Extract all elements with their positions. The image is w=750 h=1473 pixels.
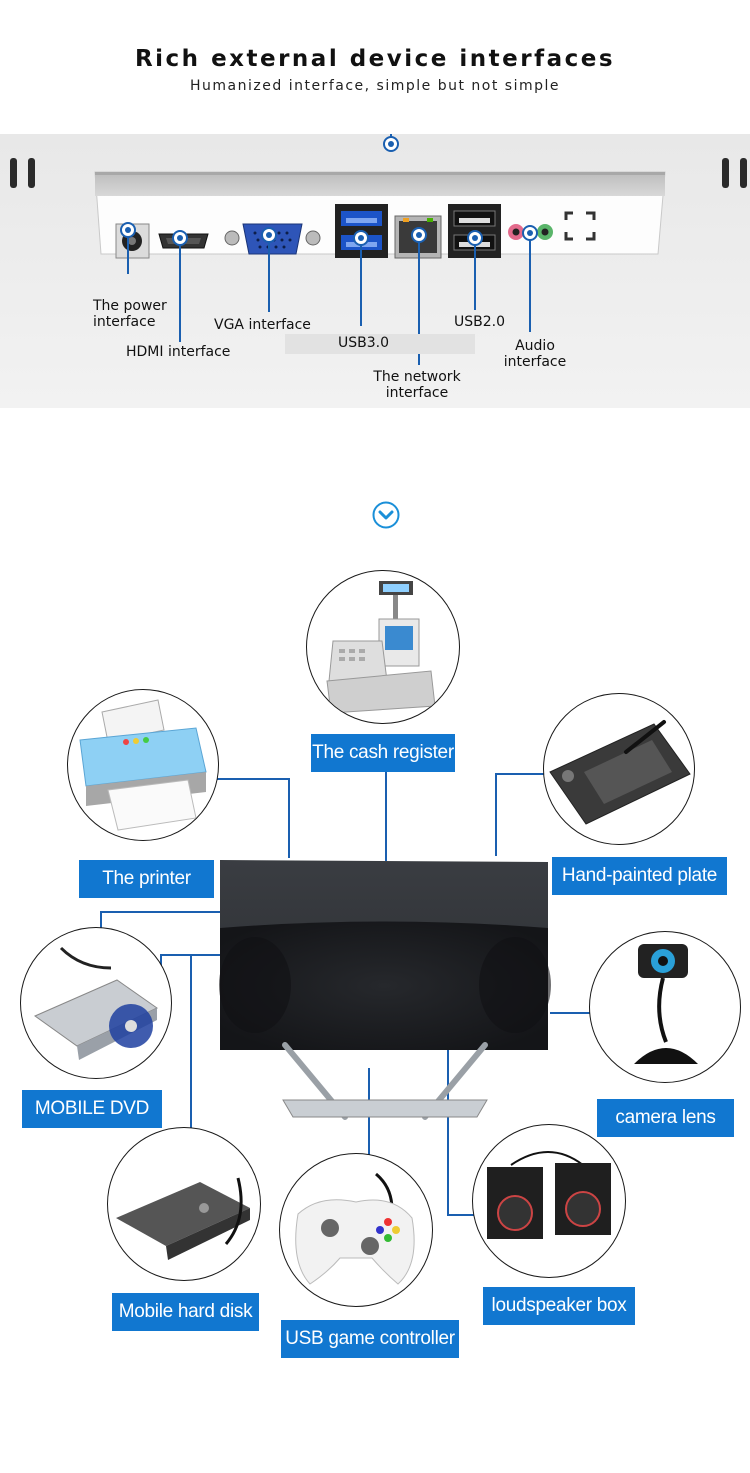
- device-label-camera: camera lens: [597, 1099, 734, 1137]
- connector-line: [550, 1012, 592, 1014]
- page-title: Rich external device interfaces: [134, 46, 616, 72]
- connector-line: [190, 954, 192, 1142]
- location-pin-icon: [383, 136, 399, 152]
- connector-line: [495, 773, 497, 856]
- hard-disk-image: [107, 1127, 261, 1281]
- chevron-down-icon[interactable]: [372, 501, 400, 529]
- speaker-image: [472, 1124, 626, 1278]
- port-label-network: The network interface: [373, 369, 461, 401]
- connector-line: [205, 778, 289, 780]
- device-label-dvd: MOBILE DVD: [22, 1090, 162, 1128]
- connector-line: [100, 911, 102, 931]
- all-in-one-monitor: [215, 855, 555, 1135]
- connector-line: [288, 778, 290, 858]
- port-label-hdmi: HDMI interface: [126, 344, 231, 360]
- connector-line: [100, 911, 220, 913]
- page-subtitle: Humanized interface, simple but not simp…: [190, 78, 560, 94]
- cash-register-image: [306, 570, 460, 724]
- connector-line: [385, 771, 387, 861]
- port-label-usb2: USB2.0: [454, 314, 506, 330]
- connector-line: [447, 1045, 449, 1215]
- device-label-printer: The printer: [79, 860, 214, 898]
- device-label-game-controller: USB game controller: [281, 1320, 459, 1358]
- port-label-power: The power interface: [93, 298, 167, 330]
- device-label-drawing-tablet: Hand-painted plate: [552, 857, 727, 895]
- connector-line: [447, 1214, 477, 1216]
- game-controller-image: [279, 1153, 433, 1307]
- port-label-audio: Audio interface: [503, 338, 567, 370]
- connector-line: [495, 773, 553, 775]
- device-label-hard-disk: Mobile hard disk: [112, 1293, 259, 1331]
- port-label-vga: VGA interface: [214, 317, 311, 333]
- drawing-tablet-image: [543, 693, 695, 845]
- webcam-image: [589, 931, 741, 1083]
- printer-image: [67, 689, 219, 841]
- device-label-speaker: loudspeaker box: [483, 1287, 635, 1325]
- device-label-cash-register: The cash register: [311, 734, 455, 772]
- dvd-drive-image: [20, 927, 172, 1079]
- port-panel-illustration: [0, 134, 750, 408]
- port-label-usb3: USB3.0: [338, 335, 390, 351]
